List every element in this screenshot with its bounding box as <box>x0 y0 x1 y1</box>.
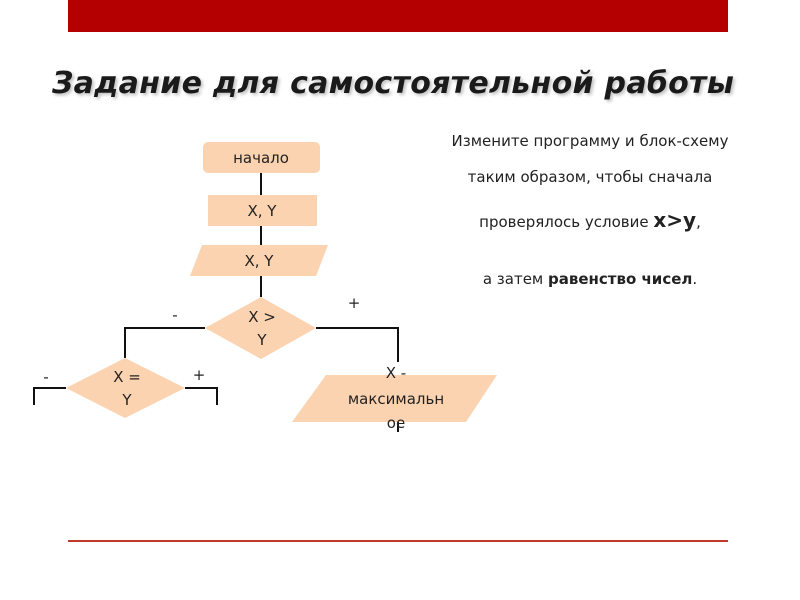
task-line-3: проверялось условие x>y, <box>420 208 760 232</box>
slide-title: Задание для самостоятельной работы <box>52 66 735 101</box>
output-parallelogram <box>292 375 497 422</box>
decision2-label-line1: X = <box>113 368 141 386</box>
output-label-line2: максимальн <box>348 390 444 408</box>
task-line-4-prefix: а затем <box>482 270 549 288</box>
header-bar <box>68 0 728 32</box>
task-line-1-text: Измените программу и блок-схему <box>451 132 729 150</box>
start-label: начало <box>233 149 289 167</box>
task-line-3-suffix: , <box>696 213 701 231</box>
equality-highlight: равенство чисел <box>548 270 693 288</box>
decision2-label-line2: Y <box>121 391 132 409</box>
output-label-line1: X - <box>386 364 406 382</box>
footer-rule <box>68 540 728 542</box>
sign-no-decision1: - <box>172 306 177 324</box>
task-line-3-prefix: проверялось условие <box>479 213 654 231</box>
process-label: X, Y <box>248 202 278 220</box>
line-decision1-no <box>124 327 205 358</box>
task-line-4-suffix: . <box>692 270 698 288</box>
decision-x-equals-y <box>66 358 185 418</box>
condition-highlight: x>y <box>653 208 697 232</box>
task-line-2-text: таким образом, чтобы сначала <box>467 168 713 186</box>
sign-yes-decision2: + <box>193 366 206 384</box>
sign-yes-decision1: + <box>348 294 361 312</box>
process-block <box>208 195 317 226</box>
task-line-4: а затем равенство чисел. <box>420 270 760 288</box>
task-line-2: таким образом, чтобы сначала <box>420 168 760 186</box>
input-label: X, Y <box>245 252 275 270</box>
input-parallelogram <box>190 245 328 276</box>
start-terminal <box>203 142 320 173</box>
output-label-line3: ое <box>387 414 405 432</box>
line-decision2-no <box>33 387 66 405</box>
decision1-label-line1: X > <box>248 308 276 326</box>
decision1-label-line2: Y <box>256 331 267 349</box>
line-decision1-yes <box>316 327 399 362</box>
task-line-1: Измените программу и блок-схему <box>420 132 760 150</box>
decision-x-greater-y <box>205 297 316 359</box>
sign-no-decision2: - <box>43 368 48 386</box>
line-decision2-yes <box>185 387 218 405</box>
